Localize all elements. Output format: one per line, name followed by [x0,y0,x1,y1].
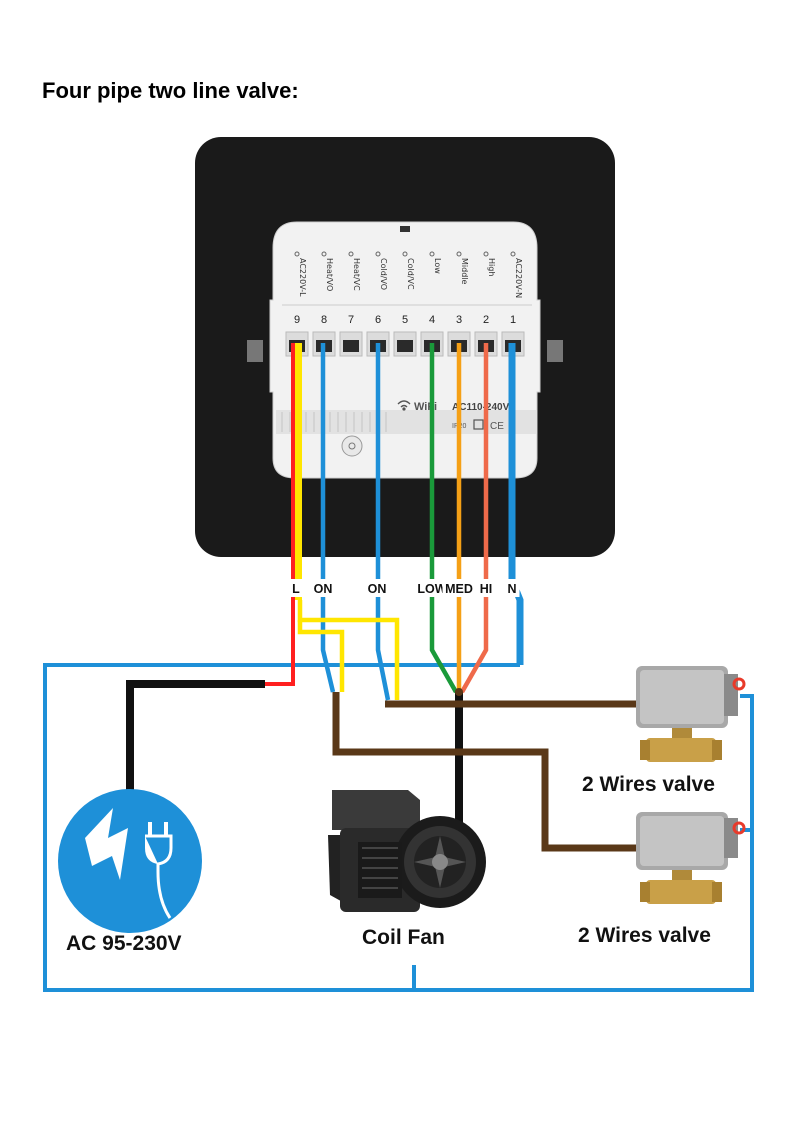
terminal-screw[interactable] [343,340,359,352]
wire-live-jumper-yellow-2 [297,620,345,692]
wire-label: HI [480,582,493,596]
wire-label-background [504,579,520,597]
ac-power-icon [58,789,202,933]
wire-neutral-right [414,694,754,992]
wire-cold-on-terminal-6 [375,343,391,701]
wire-neutral-loop [43,663,520,992]
terminal-label: AC220V-L [298,258,307,297]
terminal-label-marker [510,251,516,257]
wire-label-background [415,579,449,597]
junction-dot [455,688,463,696]
terminal-label-marker [375,251,381,257]
wire-label: ON [368,582,387,596]
power-label: AC 95-230V [66,932,182,955]
valve-bottom-label: 2 Wires valve [578,924,711,947]
terminal-label-marker [483,251,489,257]
terminal-label-marker [321,251,327,257]
terminal-number: 9 [294,314,300,326]
terminal-number: 7 [348,314,354,326]
wire-hi-terminal-2 [460,343,489,694]
valve-top-label: 2 Wires valve [582,773,715,796]
terminal-numbers: 9 8 7 6 5 4 3 2 1 [294,314,516,326]
coil-fan-label: Coil Fan [362,926,445,949]
terminal-label: Middle [460,258,469,285]
wire-label: LOW [417,582,446,596]
terminal-number: 8 [321,314,327,326]
page-title: Four pipe two line valve: [42,78,299,103]
double-insulation-icon [473,419,484,430]
terminal-label-marker [348,251,354,257]
terminal-label: High [487,258,496,276]
terminal-label: Cold/VC [406,258,415,290]
terminal-number: 4 [429,314,435,326]
wifi-icon [397,400,411,411]
valve-top-image [636,666,746,762]
ce-mark: CE [490,421,504,432]
voltage-rating-label: AC110-240V [452,402,510,413]
wire-label: N [507,582,516,596]
wire-label-background [311,579,335,597]
wire-live-jumper-yellow [297,600,400,700]
wire-label-background [365,579,389,597]
terminal-label-marker [294,251,300,257]
terminal-labels: AC220V-L Heat/VO Heat/VC Cold/VO Cold/VC Low M… [294,251,523,298]
terminal-label: Heat/VC [352,258,361,291]
wire-low-terminal-4 [429,343,458,694]
terminal-label-marker [429,251,435,257]
terminal-label: Cold/VO [379,258,388,290]
wire-label-background [288,579,304,597]
wire-label-background [474,579,498,597]
terminal-number: 1 [510,314,516,326]
reset-button[interactable] [341,435,363,457]
wires [43,343,754,992]
terminal-label-marker [402,251,408,257]
wire-label-background [442,579,476,597]
terminal-number: 5 [402,314,408,326]
terminal-label-marker [456,251,462,257]
terminal-label: Low [433,258,442,274]
terminal-label: Heat/VO [325,258,334,291]
wire-heat-on-terminal-8 [320,343,336,693]
wire-label: L [292,582,300,596]
terminal-number: 3 [456,314,462,326]
terminal-number: 6 [375,314,381,326]
terminal-screw[interactable] [397,340,413,352]
valve-bottom-image [636,812,746,904]
terminal-number: 2 [483,314,489,326]
wire-label: ON [314,582,333,596]
wire-live-red-feed [265,600,295,686]
wire-label: MED [445,582,473,596]
coil-fan-image [328,790,486,912]
wire-valve-bottom-brown [332,692,640,852]
terminal-label: AC220V-N [514,258,523,298]
wire-ac-live [126,680,265,790]
